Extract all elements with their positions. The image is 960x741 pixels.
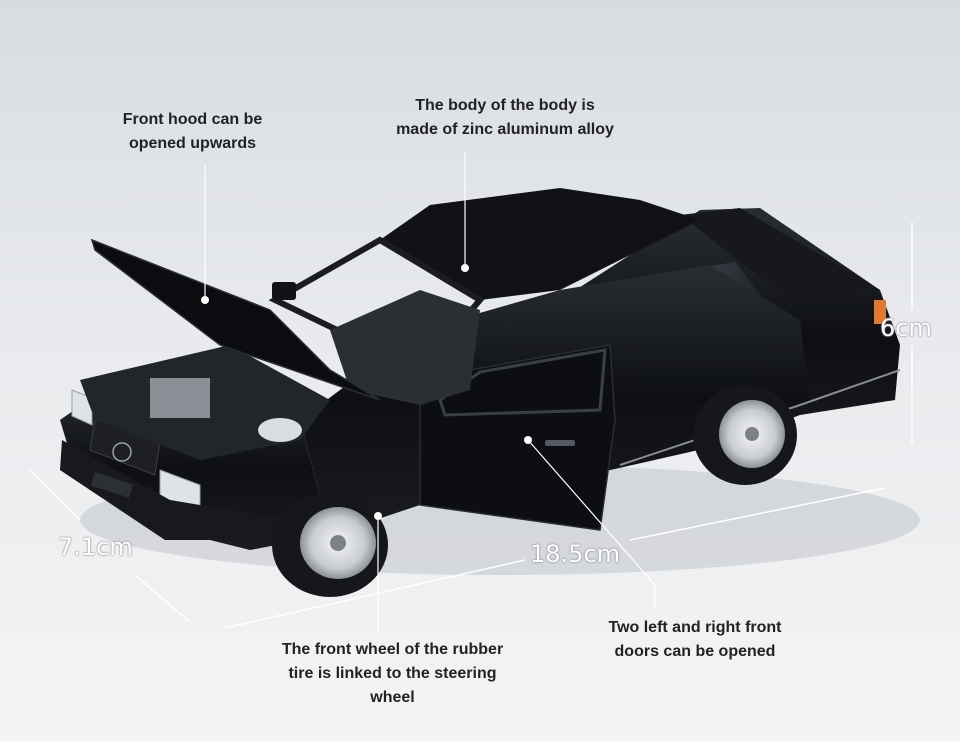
width-dimension-line xyxy=(29,469,191,623)
height-dimension-label: 6cm xyxy=(880,314,932,342)
length-dimension-label: 18.5cm xyxy=(530,540,621,568)
side-trim xyxy=(619,369,901,466)
wheel-callout-dot xyxy=(374,512,382,520)
car-interior xyxy=(330,290,480,405)
side-mirror xyxy=(272,282,296,300)
length-dimension-line xyxy=(224,487,886,629)
body-material-annotation: The body of the body is made of zinc alu… xyxy=(396,97,614,138)
trunk-lid xyxy=(680,208,880,300)
tail-light xyxy=(874,300,886,324)
door-handle xyxy=(545,440,575,446)
license-plate xyxy=(90,472,134,498)
car-roof xyxy=(380,188,700,300)
doors-callout-dot xyxy=(524,436,532,444)
open-hood xyxy=(90,238,381,401)
front-wheel xyxy=(272,493,388,597)
front-emblem xyxy=(112,442,132,462)
body-callout-dot xyxy=(461,264,469,272)
doors-annotation: Two left and right front doors can be op… xyxy=(608,619,782,660)
wheel-annotation: The front wheel of the rubber tire is li… xyxy=(281,641,504,706)
hood-callout-dot xyxy=(201,296,209,304)
doors-callout-line xyxy=(527,439,656,610)
headlight-left xyxy=(71,389,93,426)
door-window-frame xyxy=(438,348,607,417)
width-dimension-label: 7.1cm xyxy=(58,533,133,561)
front-bumper xyxy=(60,440,290,540)
rear-wheel xyxy=(693,385,797,485)
hood-annotation: Front hood can be opened upwards xyxy=(122,111,263,152)
engine-block xyxy=(150,378,210,418)
engine-reservoir xyxy=(258,418,302,442)
